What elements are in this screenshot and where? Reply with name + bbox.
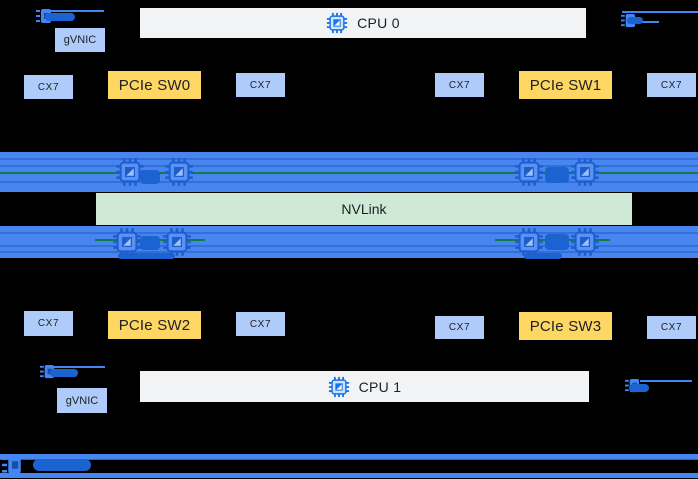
label-pill bbox=[33, 459, 91, 471]
network-link-line bbox=[636, 21, 659, 23]
cx7-label: CX7 bbox=[448, 322, 471, 333]
cx7-label: CX7 bbox=[37, 318, 60, 329]
gpu-chip-icon bbox=[570, 227, 600, 257]
gvnic-box: gVNIC bbox=[55, 28, 105, 52]
gpu-chip-icon bbox=[570, 157, 600, 187]
pcie-switch-box: PCIe SW1 bbox=[519, 71, 612, 99]
label-pill bbox=[140, 236, 160, 250]
cx7-label: CX7 bbox=[660, 79, 683, 91]
label-pill bbox=[627, 17, 643, 24]
pcie-switch-box: PCIe SW3 bbox=[519, 312, 612, 340]
cpu1-box: CPU 1 bbox=[140, 371, 589, 402]
pcie-sw1-label: PCIe SW1 bbox=[529, 76, 602, 94]
cx7-nic-box: CX7 bbox=[236, 312, 285, 336]
cx7-nic-box: CX7 bbox=[24, 75, 73, 99]
cpu-chip-icon bbox=[326, 12, 348, 34]
footer-band bbox=[0, 473, 698, 478]
label-pill bbox=[118, 253, 175, 259]
pcie-sw2-label: PCIe SW2 bbox=[118, 316, 191, 334]
cx7-nic-box: CX7 bbox=[236, 73, 285, 97]
cx7-nic-box: CX7 bbox=[24, 311, 73, 336]
pcie-switch-box: PCIe SW0 bbox=[108, 71, 201, 99]
cx7-label: CX7 bbox=[249, 79, 272, 91]
cx7-label: CX7 bbox=[660, 322, 683, 333]
label-pill bbox=[629, 384, 649, 392]
pcie-sw3-label: PCIe SW3 bbox=[529, 317, 602, 335]
gpu-chip-icon bbox=[514, 227, 544, 257]
label-pill bbox=[50, 369, 78, 377]
cx7-nic-box: CX7 bbox=[435, 316, 484, 339]
gpu-chip-icon bbox=[514, 157, 544, 187]
nvlink-label: NVLink bbox=[341, 201, 387, 217]
label-pill bbox=[524, 253, 562, 259]
network-link-line bbox=[640, 380, 692, 382]
label-pill bbox=[545, 234, 569, 250]
gvnic-label: gVNIC bbox=[65, 394, 99, 407]
label-pill bbox=[140, 170, 160, 184]
gvnic-label: gVNIC bbox=[63, 34, 97, 46]
cpu0-box: CPU 0 bbox=[140, 8, 586, 38]
gpu-chip-icon bbox=[115, 157, 145, 187]
cx7-nic-box: CX7 bbox=[647, 73, 696, 97]
cx7-nic-box: CX7 bbox=[435, 73, 484, 97]
network-link-line bbox=[622, 11, 698, 13]
cpu-chip-icon bbox=[328, 376, 350, 398]
gpu-chip-icon bbox=[112, 227, 142, 257]
cpu0-label: CPU 0 bbox=[357, 15, 400, 31]
cx7-label: CX7 bbox=[37, 81, 60, 93]
chip-icon bbox=[2, 455, 22, 475]
gvnic-box: gVNIC bbox=[57, 388, 107, 413]
network-link-line bbox=[50, 10, 104, 12]
cx7-label: CX7 bbox=[448, 79, 471, 91]
label-pill bbox=[545, 167, 569, 183]
pcie-sw0-label: PCIe SW0 bbox=[118, 76, 191, 94]
footer-bus-line bbox=[0, 454, 698, 460]
pcie-switch-box: PCIe SW2 bbox=[108, 311, 201, 339]
nvlink-bus: NVLink bbox=[95, 192, 633, 226]
cx7-label: CX7 bbox=[249, 318, 272, 330]
gpu-chip-icon bbox=[164, 157, 194, 187]
network-link-line bbox=[52, 366, 105, 368]
cpu1-label: CPU 1 bbox=[358, 378, 402, 395]
label-pill bbox=[45, 13, 75, 21]
gpu-chip-icon bbox=[162, 227, 192, 257]
nvlink-wire bbox=[0, 172, 698, 174]
cx7-nic-box: CX7 bbox=[647, 316, 696, 339]
